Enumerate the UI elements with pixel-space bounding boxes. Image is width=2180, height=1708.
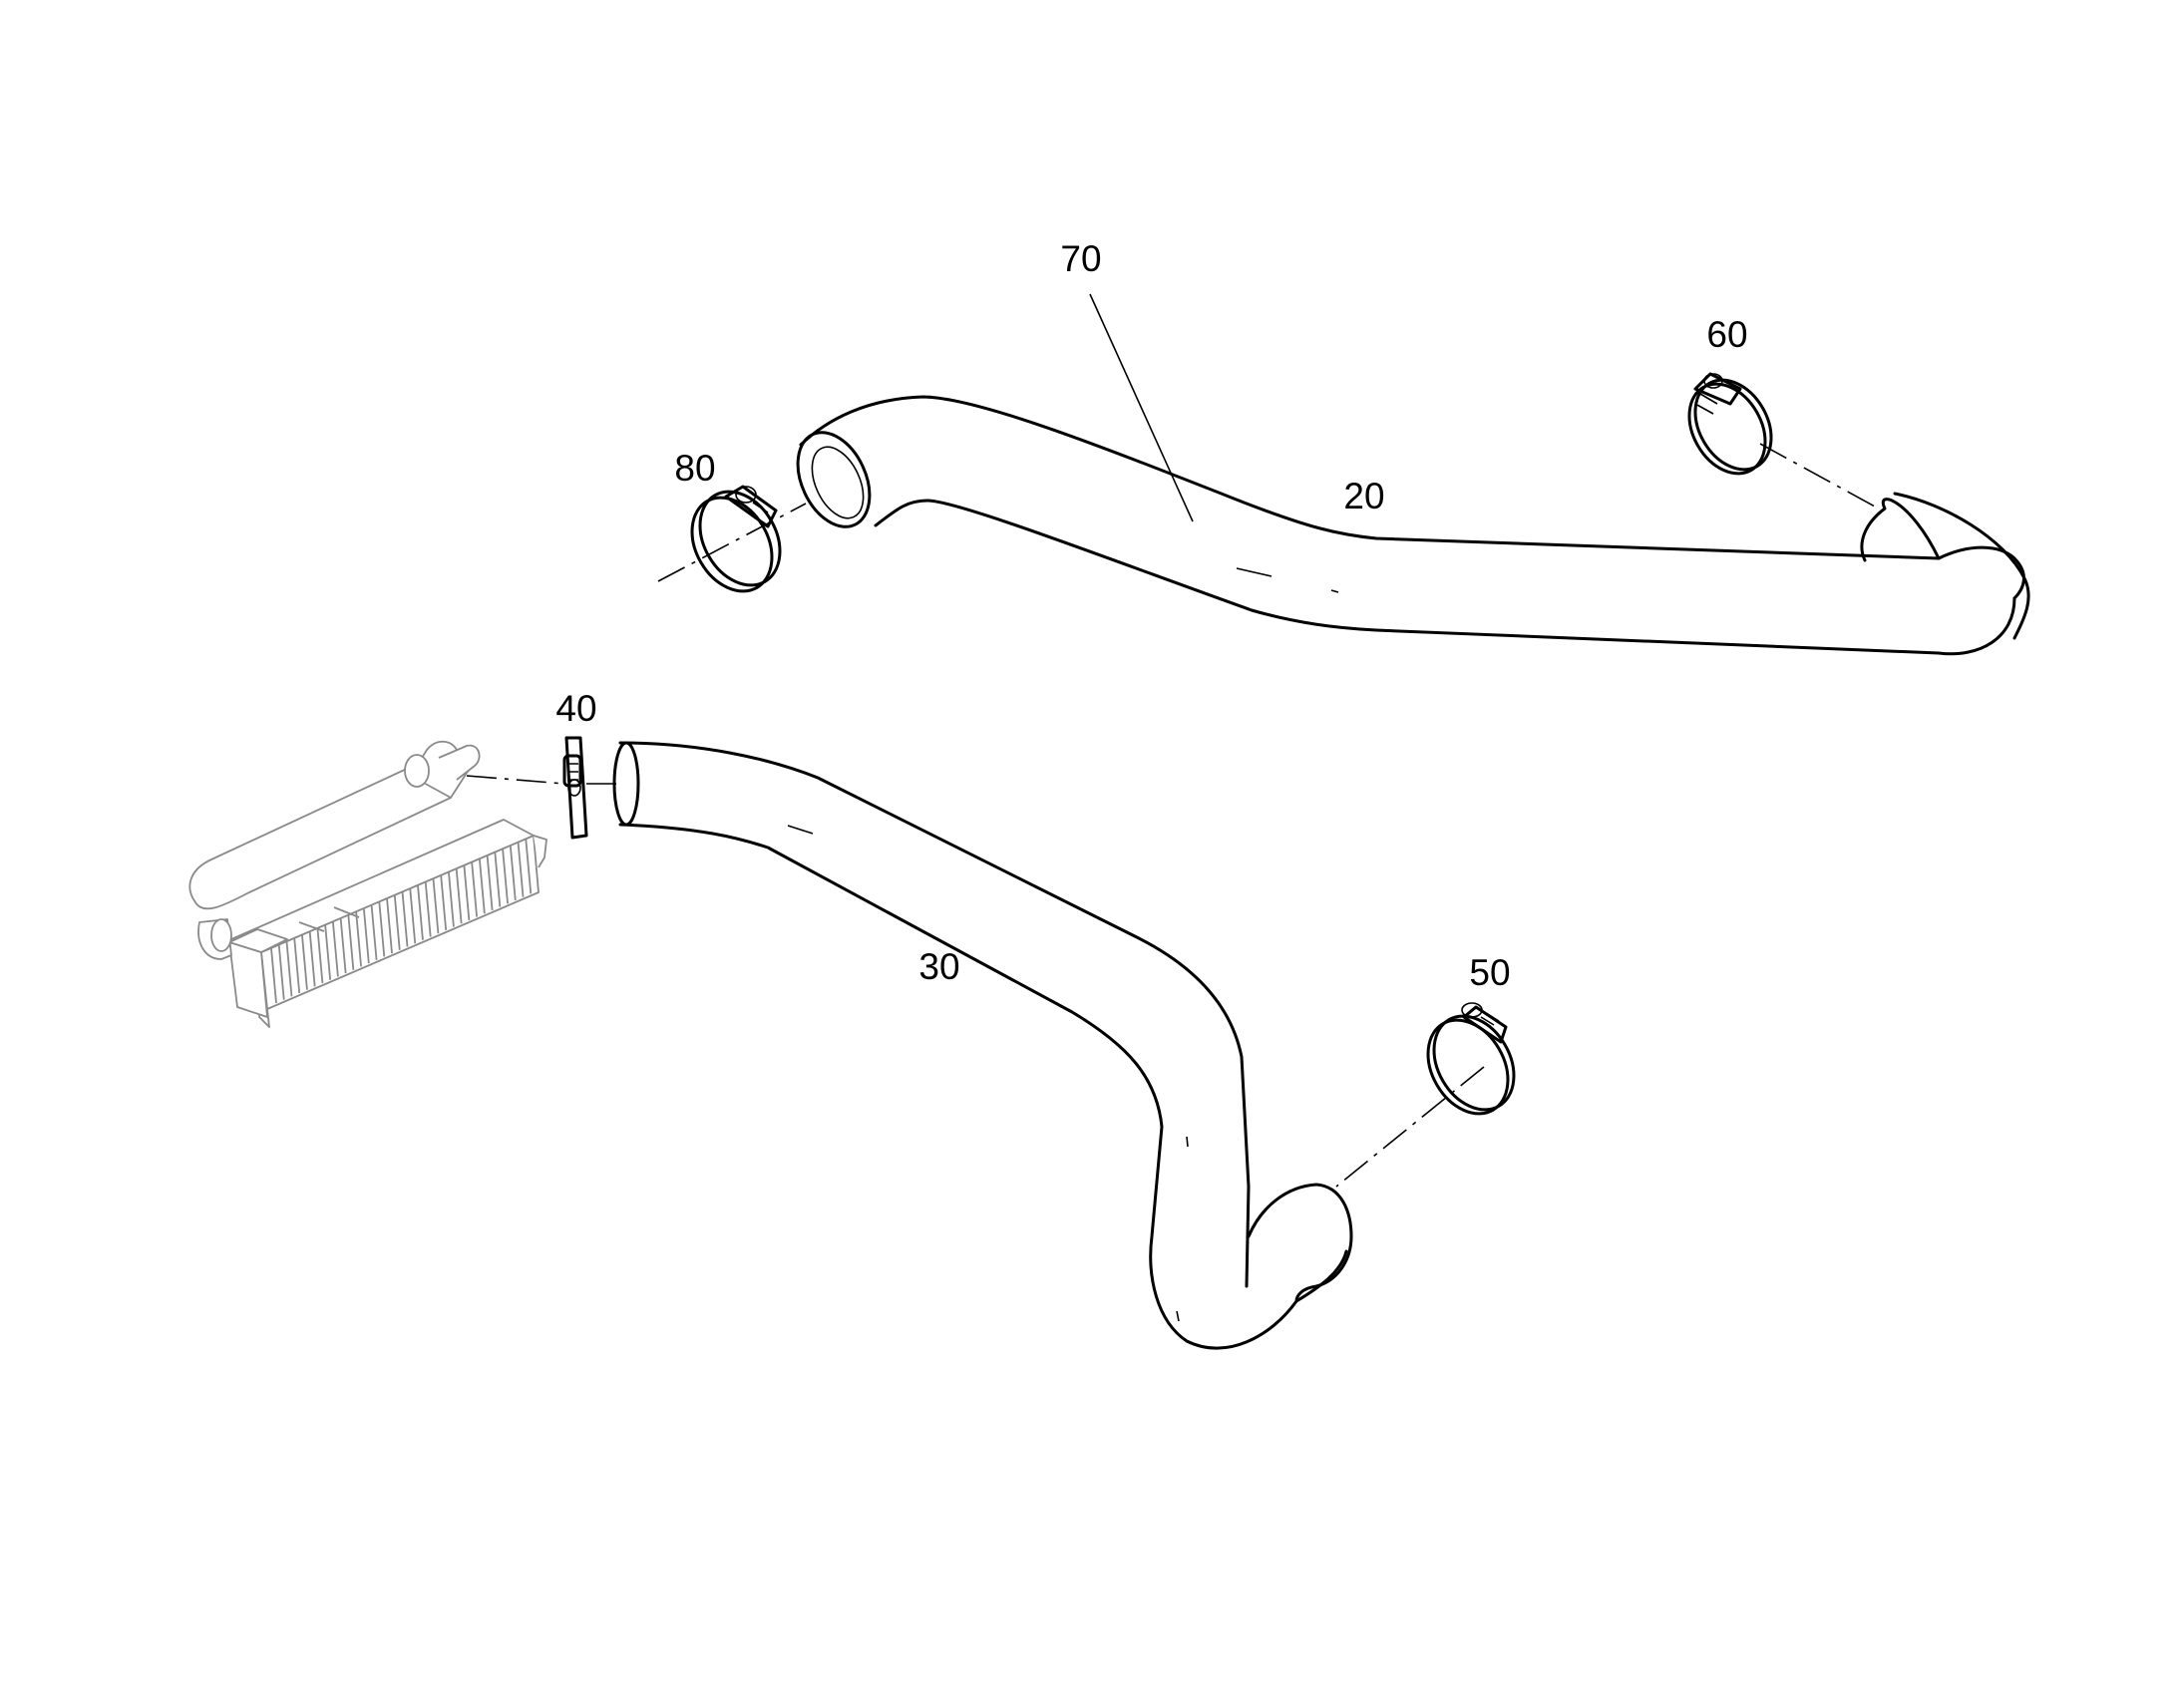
label-40: 40 bbox=[555, 688, 596, 729]
radiator-fin bbox=[293, 937, 301, 994]
radiator-fin bbox=[471, 861, 479, 917]
radiator-fin bbox=[355, 911, 362, 967]
radiator-fin bbox=[525, 839, 533, 894]
radiator-fin bbox=[362, 908, 370, 964]
label-60: 60 bbox=[1706, 314, 1747, 355]
radiator-fin bbox=[370, 904, 378, 960]
part-labels: 70 60 80 20 40 50 30 bbox=[555, 238, 1747, 993]
label-80: 80 bbox=[674, 448, 715, 489]
hose-30 bbox=[612, 741, 1353, 1350]
radiator-fin bbox=[316, 927, 324, 984]
radiator-fin bbox=[440, 874, 448, 930]
label-70: 70 bbox=[1060, 238, 1101, 279]
clamp-50 bbox=[1426, 1002, 1516, 1116]
radiator-fin bbox=[478, 858, 486, 914]
radiator-fin bbox=[502, 849, 509, 904]
radiator-fin bbox=[301, 934, 308, 990]
radiator-fin bbox=[463, 864, 471, 920]
clamp-60 bbox=[1687, 372, 1773, 476]
clamp-80 bbox=[690, 485, 782, 593]
radiator-fin bbox=[308, 931, 316, 987]
radiator-fin bbox=[486, 854, 494, 911]
radiator-fin bbox=[331, 921, 339, 977]
radiator-fin bbox=[386, 898, 393, 954]
radiator-fin bbox=[509, 845, 517, 901]
radiator-fin bbox=[424, 881, 432, 937]
radiator-fin bbox=[270, 947, 277, 1004]
radiator-fin bbox=[432, 878, 440, 934]
radiator-fin bbox=[347, 914, 355, 970]
radiator-fin bbox=[277, 944, 285, 1000]
radiator-fin bbox=[285, 941, 293, 997]
label-20: 20 bbox=[1343, 476, 1384, 516]
clamp-40 bbox=[562, 736, 588, 840]
label-50: 50 bbox=[1469, 952, 1510, 993]
radiator-fin bbox=[401, 891, 409, 947]
assembly-lines bbox=[466, 443, 1876, 1188]
radiator-fin bbox=[409, 888, 417, 944]
label-30: 30 bbox=[918, 946, 959, 987]
radiator-fin bbox=[324, 924, 332, 980]
radiator-fin bbox=[448, 871, 455, 927]
radiator-fin bbox=[517, 842, 525, 897]
radiator-fin bbox=[339, 918, 347, 974]
hose-20 bbox=[796, 395, 2030, 656]
radiator-fin bbox=[455, 868, 463, 924]
radiator-fin bbox=[494, 852, 502, 907]
intercooler-radiator bbox=[188, 740, 547, 1028]
radiator-fin bbox=[393, 894, 401, 950]
radiator-fin bbox=[417, 884, 424, 940]
radiator-fin bbox=[378, 901, 386, 957]
leader-lines bbox=[1089, 293, 1194, 522]
